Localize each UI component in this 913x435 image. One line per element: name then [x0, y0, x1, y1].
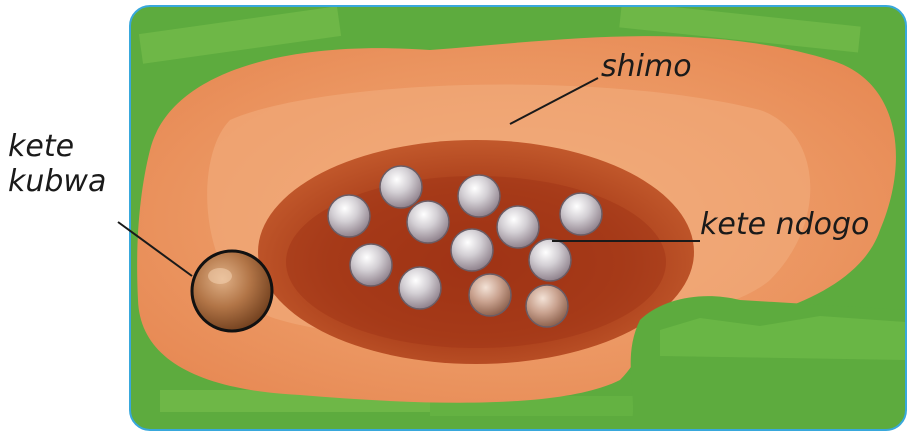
- label-hole: shimo: [601, 50, 692, 85]
- label-big-marble-line1: kete: [8, 130, 106, 165]
- small-marble: [560, 193, 602, 235]
- small-marble: [526, 285, 568, 327]
- grass-lower-right: [630, 296, 906, 430]
- small-marble: [458, 175, 500, 217]
- small-marble: [469, 274, 511, 316]
- small-marble: [497, 206, 539, 248]
- label-small-marbles: kete ndogo: [700, 208, 869, 243]
- grass-lower-right-highlight: [660, 316, 906, 360]
- label-big-marble-line2: kubwa: [8, 165, 106, 200]
- small-marble: [328, 195, 370, 237]
- big-marble: [192, 251, 272, 331]
- small-marble: [451, 229, 493, 271]
- small-marble: [407, 201, 449, 243]
- small-marble: [399, 267, 441, 309]
- small-marble: [529, 239, 571, 281]
- small-marble: [380, 166, 422, 208]
- small-marble: [350, 244, 392, 286]
- label-big-marble: kete kubwa: [8, 130, 106, 199]
